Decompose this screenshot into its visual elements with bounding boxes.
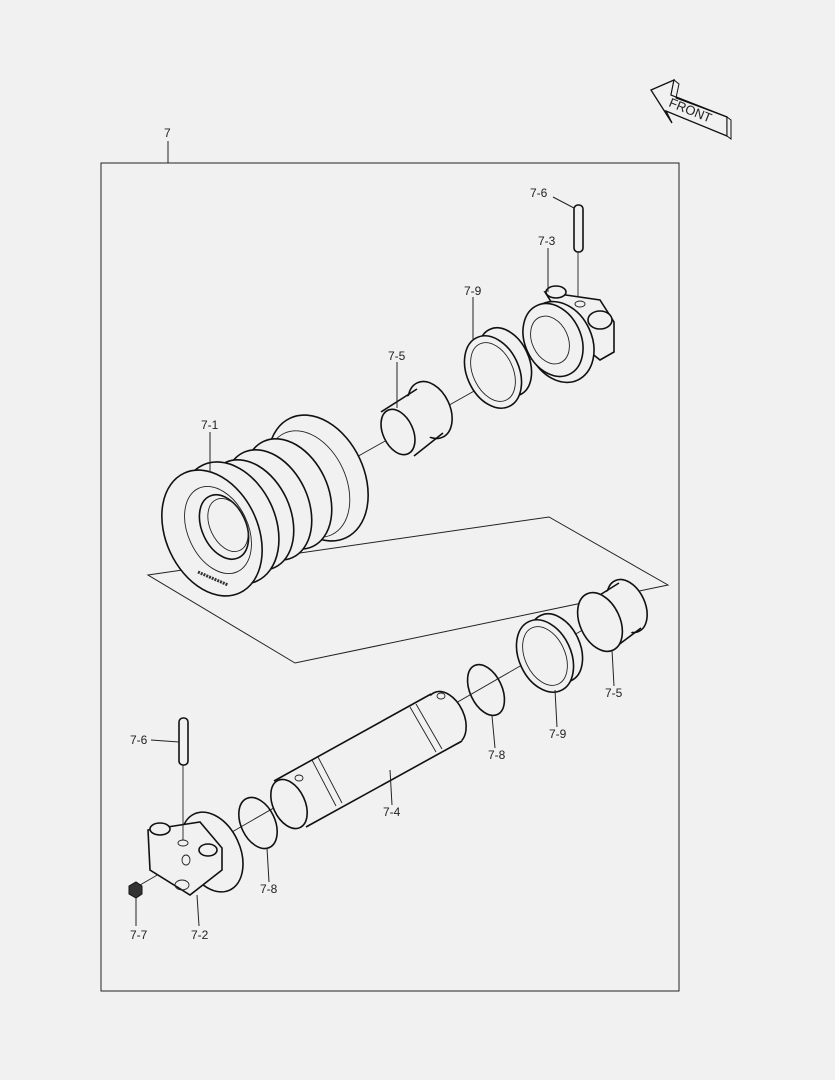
label-7-8-right: 7-8 <box>488 748 506 762</box>
bracket-7-3 <box>522 285 615 384</box>
pin-7-6-top <box>573 204 584 300</box>
label-7-8-left: 7-8 <box>260 882 278 896</box>
assembly-label: 7 <box>164 126 171 140</box>
bracket-7-2 <box>147 811 244 896</box>
label-7-5-top: 7-5 <box>388 349 406 363</box>
roller-7-1 <box>161 414 369 597</box>
label-7-3: 7-3 <box>538 234 556 248</box>
label-7-6-top: 7-6 <box>530 186 548 200</box>
bushing-7-5-top <box>380 380 453 457</box>
label-7-5-bottom: 7-5 <box>605 686 623 700</box>
grease-fitting-7-7 <box>128 881 143 899</box>
bushing-7-5-bottom <box>576 578 648 653</box>
assembly-frame <box>100 162 680 992</box>
o-ring-7-8-left <box>238 796 278 850</box>
seal-ring-7-9-bottom <box>515 613 584 693</box>
label-7-9-top: 7-9 <box>464 284 482 298</box>
seal-ring-7-9-top <box>463 327 533 409</box>
shaft-7-4 <box>270 690 467 830</box>
label-7-6-bottom: 7-6 <box>130 733 148 747</box>
o-ring-7-8-right <box>466 663 506 717</box>
leader-lines <box>135 196 615 927</box>
label-7-2: 7-2 <box>191 928 209 942</box>
front-arrow-icon: FRONT <box>650 78 732 140</box>
label-7-9-bottom: 7-9 <box>549 727 567 741</box>
label-7-4: 7-4 <box>383 805 401 819</box>
label-7-7: 7-7 <box>130 928 148 942</box>
label-7-1: 7-1 <box>201 418 219 432</box>
reference-plane <box>146 516 670 664</box>
